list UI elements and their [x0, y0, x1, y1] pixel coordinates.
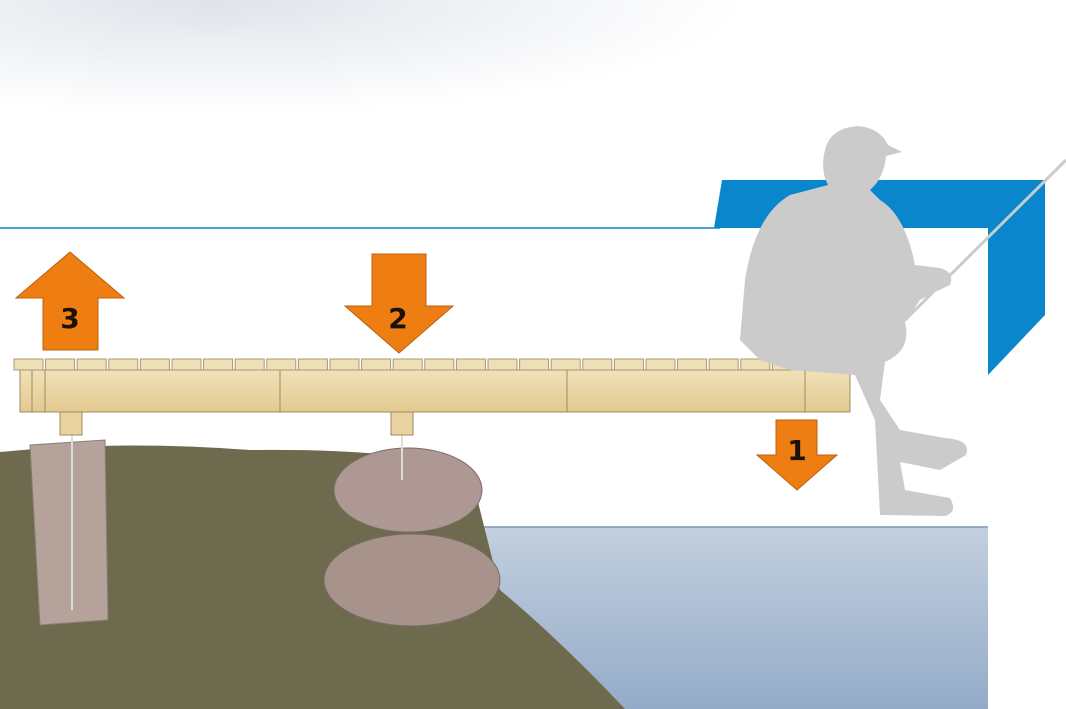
arrow-label-3: 3	[60, 302, 79, 335]
deck-plank	[740, 358, 771, 371]
deck-plank	[234, 358, 265, 371]
deck-plank	[297, 358, 328, 371]
arrow-3-up: 3	[14, 251, 126, 351]
deck-plank	[171, 358, 202, 371]
deck-plank	[139, 358, 170, 371]
deck-plank	[76, 358, 107, 371]
deck-plank	[677, 358, 708, 371]
deck-plank	[424, 358, 455, 371]
rock-upper	[333, 447, 483, 533]
deck-plank	[203, 358, 234, 371]
deck-plank	[361, 358, 392, 371]
deck-plank	[613, 358, 644, 371]
deck-plank	[708, 358, 739, 371]
deck-plank	[645, 358, 676, 371]
deck-plank	[550, 358, 581, 371]
deck-plank	[45, 358, 76, 371]
deck-plank	[266, 358, 297, 371]
deck-plank	[455, 358, 486, 371]
deck-plank	[519, 358, 550, 371]
arrow-label-2: 2	[388, 302, 407, 335]
fisherman-silhouette	[740, 126, 968, 516]
stone-post	[29, 439, 109, 626]
deck-plank	[582, 358, 613, 371]
deck-plank	[13, 358, 44, 371]
rock-lower	[323, 533, 501, 627]
deck-plank	[487, 358, 518, 371]
deck-plank	[392, 358, 423, 371]
fishing-rod	[903, 158, 1066, 322]
arrow-1-down: 1	[755, 419, 839, 491]
deck-plank	[329, 358, 360, 371]
arrow-label-1: 1	[787, 434, 806, 467]
dock	[13, 358, 866, 436]
deck-plank	[108, 358, 139, 371]
arrow-2-down: 2	[343, 253, 455, 354]
